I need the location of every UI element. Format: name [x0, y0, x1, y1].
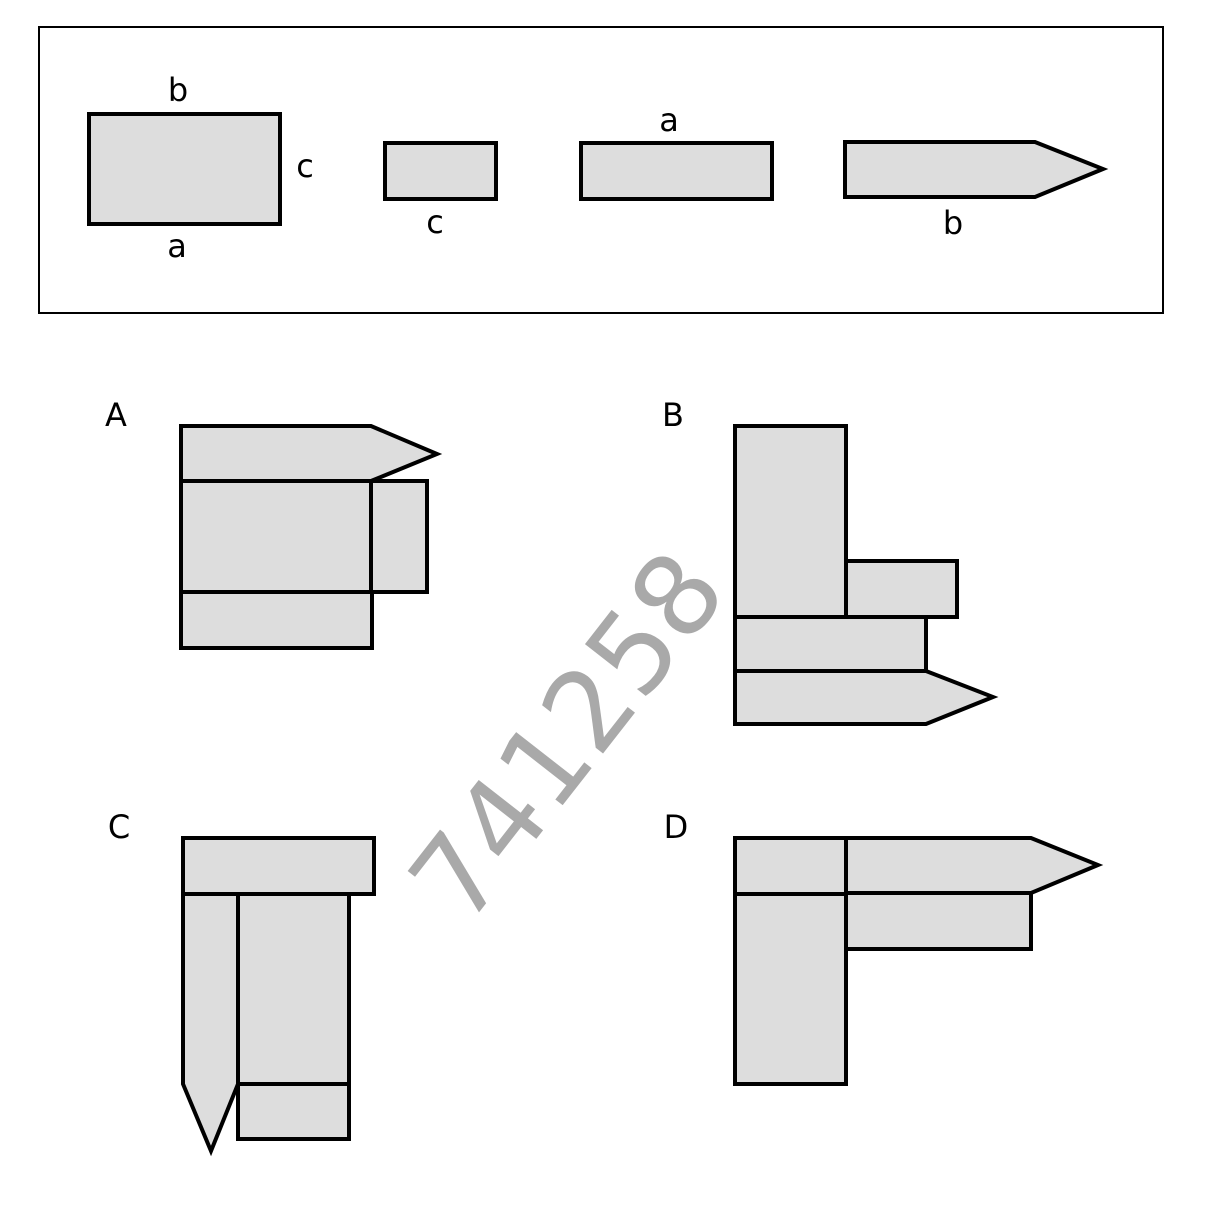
option-a-figure: [179, 424, 443, 650]
option-c-large-rect: [236, 892, 351, 1086]
option-c-arrow: [181, 892, 240, 1157]
option-d-figure: [733, 836, 1104, 1086]
option-b-small-rect: [844, 559, 959, 619]
legend-piece-arrow: [843, 140, 1109, 199]
option-b-label: B: [662, 396, 684, 434]
option-a-large-rect: [179, 479, 374, 594]
option-d-arrow: [844, 836, 1104, 895]
option-a-arrow: [179, 424, 443, 483]
option-b-large-rect: [733, 424, 848, 619]
legend-piece-large-rect: [87, 112, 282, 226]
option-b-long-rect: [733, 615, 928, 673]
option-a-long-rect: [179, 590, 374, 650]
option-c-long-rect: [181, 836, 376, 896]
option-d-long-rect: [844, 891, 1033, 951]
legend-label-c-small: c: [426, 203, 444, 241]
option-a-small-rect: [369, 479, 429, 594]
option-c-small-rect: [236, 1082, 351, 1141]
option-d-label: D: [664, 808, 689, 846]
option-c-label: C: [108, 808, 130, 846]
option-d-small-rect: [733, 836, 848, 896]
option-a-label: A: [105, 396, 127, 434]
legend-label-a-bottom: a: [167, 227, 187, 265]
legend-label-b-top: b: [168, 71, 188, 109]
option-c-figure: [181, 836, 376, 1157]
legend-label-a-long: a: [659, 101, 679, 139]
legend-frame: [38, 26, 1164, 314]
option-b-arrow: [733, 669, 999, 726]
legend-label-c-right: c: [296, 147, 314, 185]
legend-piece-long-rect: [579, 141, 774, 201]
option-d-large-rect: [733, 892, 848, 1086]
legend-label-b-arrow: b: [943, 204, 963, 242]
legend-piece-small-rect: [383, 141, 498, 201]
watermark-text: 741258: [385, 528, 751, 945]
option-b-figure: [733, 424, 999, 726]
